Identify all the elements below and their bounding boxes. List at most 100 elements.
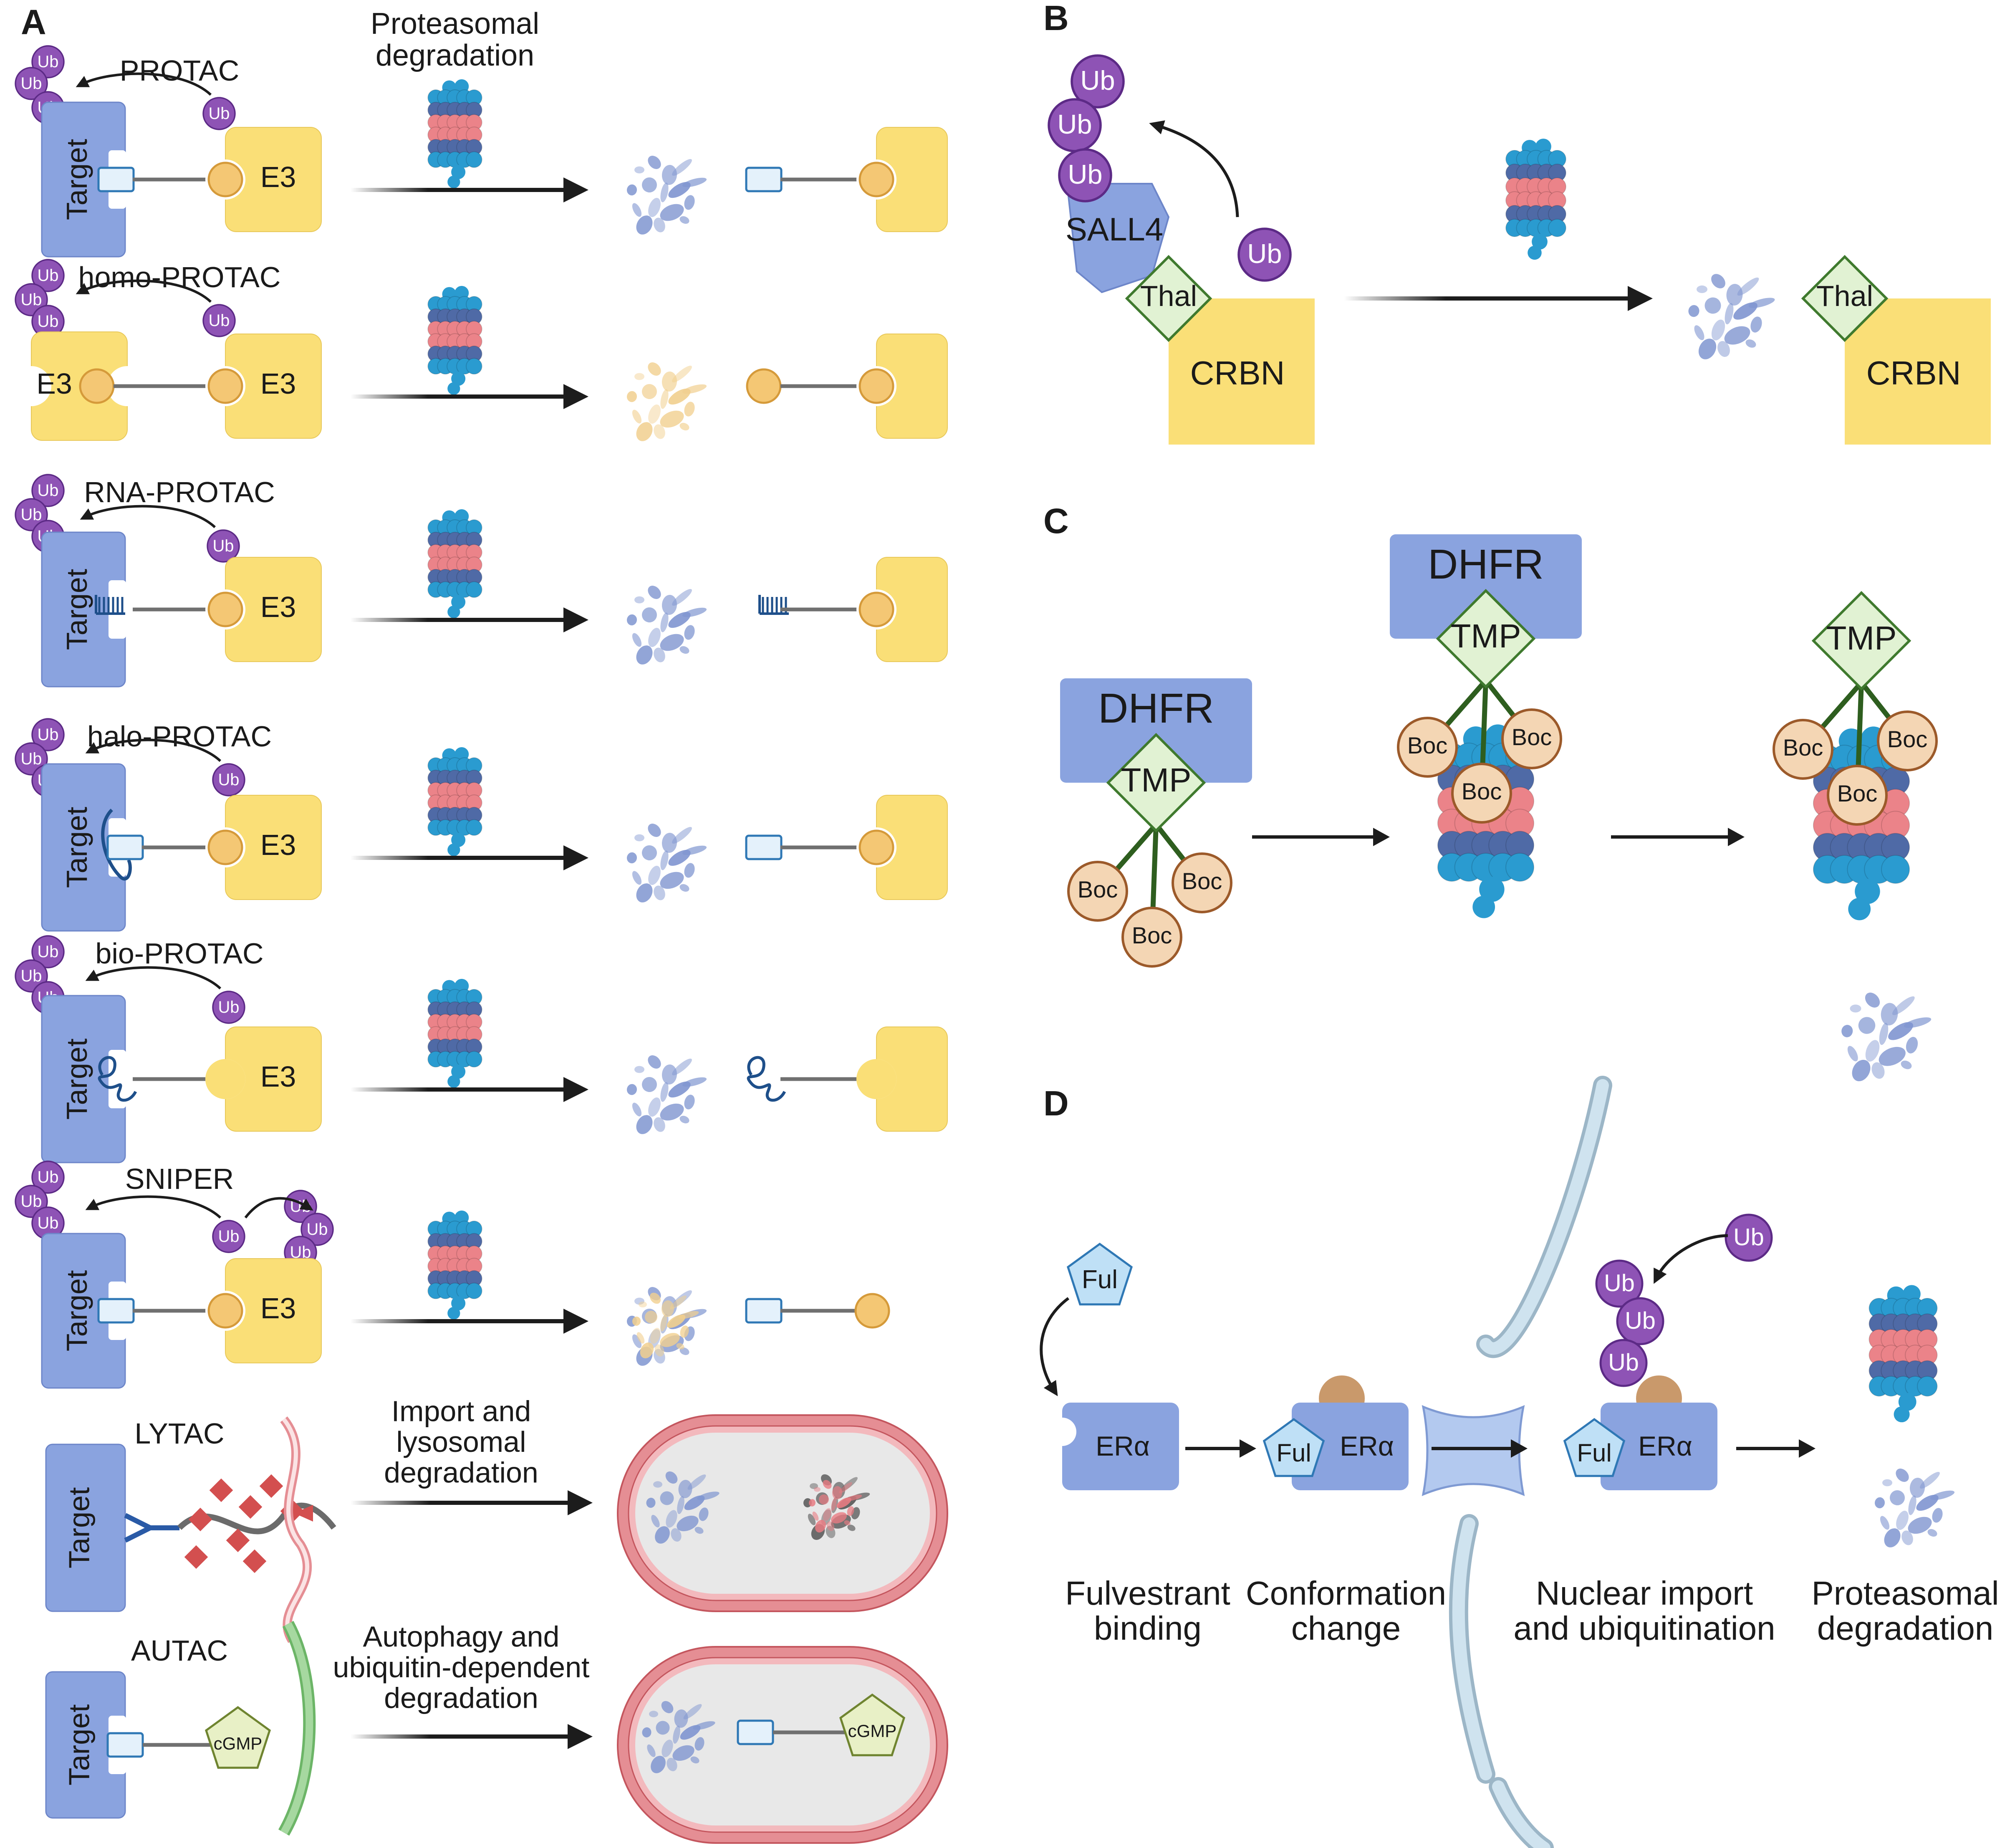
ubiquitin-circle	[31, 718, 65, 751]
fragment	[632, 410, 642, 424]
ubiquitin-circle	[1058, 148, 1112, 202]
fragment	[679, 1347, 689, 1355]
mannose-6-phosphate	[184, 1545, 208, 1569]
peptide-fragments-icon	[1874, 1469, 1955, 1547]
fragment	[672, 589, 692, 606]
ful-label: Ful	[1082, 1265, 1118, 1294]
fragment	[1865, 1040, 1880, 1062]
ubiquitin-icon: Ub	[212, 991, 245, 1024]
target-label: Target	[61, 139, 93, 220]
fragment	[634, 166, 644, 174]
fragment	[642, 607, 657, 622]
ubiquitin-circle	[31, 1160, 65, 1194]
fragment	[667, 1757, 677, 1772]
proteasome-tail	[447, 175, 460, 188]
fragment	[694, 1737, 704, 1751]
process-arrow	[351, 1309, 588, 1334]
peptide-fragments-icon	[646, 1471, 720, 1544]
fragment	[684, 402, 695, 417]
fragment	[626, 614, 637, 626]
ubiquitin-label: Ub	[307, 1220, 328, 1238]
fragment	[699, 1507, 709, 1521]
fragment	[626, 1084, 637, 1095]
fragment	[1850, 1004, 1861, 1013]
fragment	[648, 865, 661, 885]
mannose-6-phosphate	[226, 1528, 250, 1552]
fragment	[634, 373, 644, 380]
boc-group: Boc	[1827, 765, 1888, 826]
proteasome-tail	[451, 595, 466, 609]
transfer-arrow	[1654, 1234, 1728, 1284]
ubiquitin-label: Ub	[21, 74, 42, 92]
fragment	[1745, 339, 1756, 348]
fragment	[674, 1709, 688, 1728]
fragment	[677, 1496, 684, 1514]
target-protein: Target	[41, 995, 126, 1163]
fragment	[832, 1486, 843, 1499]
boc-circle	[1121, 907, 1182, 968]
proteasome-icon	[1505, 139, 1566, 260]
fragment	[660, 410, 684, 428]
arrow-head	[1728, 828, 1745, 846]
transfer-arrow	[85, 1195, 222, 1219]
fragment	[648, 404, 661, 424]
fragment	[666, 1510, 677, 1528]
peptide-fragments-icon	[808, 1480, 862, 1533]
fragment	[673, 1725, 680, 1744]
fragment	[651, 1756, 666, 1773]
ubiquitin-icon: Ub	[15, 67, 48, 100]
mannose-6-phosphate	[238, 1495, 263, 1519]
boc-label: Boc	[1132, 922, 1172, 948]
fragment	[1881, 1003, 1898, 1026]
fragment	[1748, 298, 1775, 308]
protac-type-label: SNIPER	[125, 1163, 234, 1195]
fragment	[679, 216, 689, 224]
fragment	[687, 1474, 706, 1490]
fragment	[690, 1756, 699, 1764]
boc-group: Boc	[1501, 708, 1562, 769]
ubiquitin-icon: Ub	[31, 259, 65, 292]
arrow-head	[563, 1309, 588, 1334]
cgmp-label: cGMP	[848, 1721, 897, 1741]
ubiquitin-label: Ub	[21, 749, 42, 768]
ubiquitin-label: Ub	[218, 770, 240, 789]
fragment	[679, 422, 689, 431]
fragment	[636, 1332, 645, 1344]
process-arrow	[1252, 828, 1390, 846]
process-arrow	[1611, 828, 1745, 846]
fragment	[1852, 1059, 1871, 1082]
fragment	[654, 885, 665, 900]
proteasome-tail	[1894, 1406, 1910, 1423]
fragment	[660, 1315, 667, 1332]
process-arrow	[1432, 1439, 1528, 1458]
ubiquitin-label: Ub	[218, 998, 240, 1016]
peptide-fragments-icon	[1688, 274, 1775, 359]
ubiquitin-circle	[212, 991, 245, 1024]
proteasome-tail	[447, 382, 460, 395]
fragment	[823, 1508, 831, 1521]
ubiquitin-circle	[1071, 54, 1125, 109]
boc-circle	[1451, 763, 1512, 824]
peptide-fragments-icon	[626, 586, 707, 665]
e3-ligand	[859, 829, 894, 865]
peptide-fragments-icon	[632, 1292, 699, 1359]
fragment	[810, 1483, 818, 1489]
ubiquitin-circle	[207, 529, 240, 563]
fragment	[626, 184, 637, 196]
fragment	[1841, 1025, 1853, 1037]
proteasome-subunit	[466, 1282, 482, 1299]
fragment	[654, 1117, 665, 1132]
peptide-fragments-icon	[626, 362, 707, 441]
fragment	[648, 197, 661, 217]
fragment	[819, 1494, 829, 1504]
fragment	[650, 1327, 661, 1344]
fragment	[1879, 1023, 1889, 1045]
fragment	[1688, 305, 1699, 317]
warhead	[737, 1719, 774, 1745]
arrow-head	[563, 1077, 588, 1102]
e3-fill	[205, 1059, 245, 1099]
